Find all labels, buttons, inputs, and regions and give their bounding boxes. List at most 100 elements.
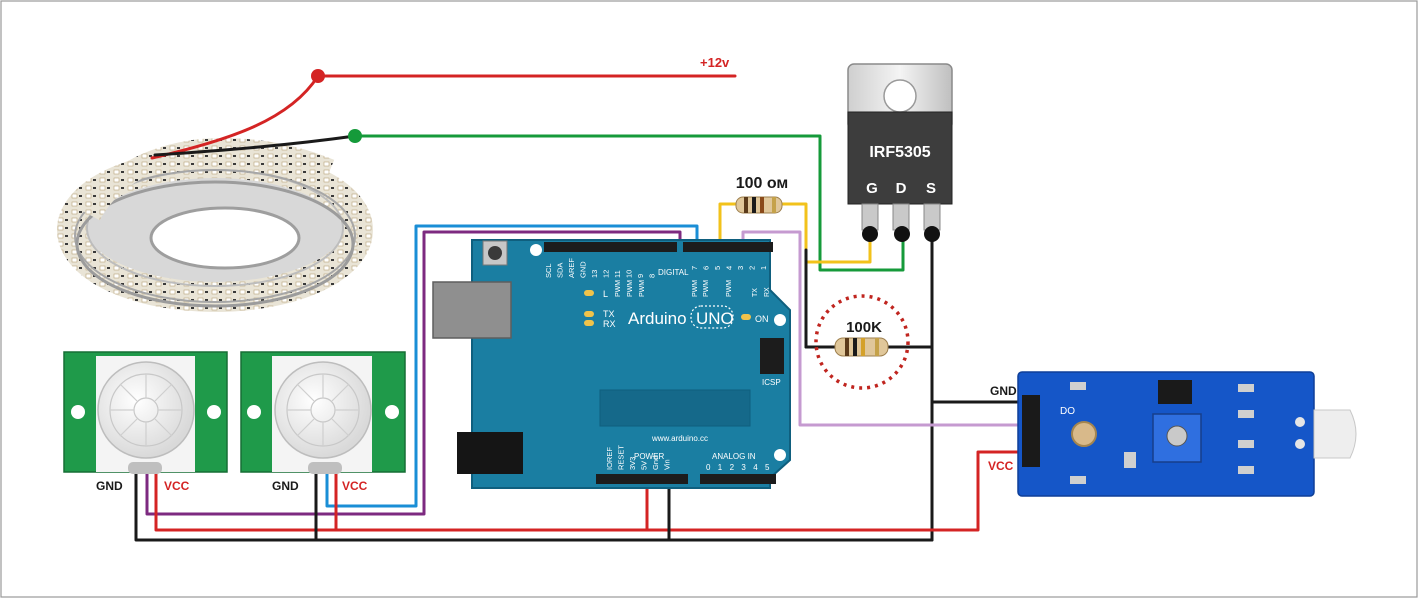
junction-dot-red: [311, 69, 325, 83]
top-pin-right-label-7: 0: [771, 266, 780, 270]
wire-red-vcc: [154, 450, 1024, 532]
label-12v: +12v: [700, 55, 730, 70]
digital-label: DIGITAL: [658, 268, 689, 277]
analog-pin-label-0: 0: [706, 463, 711, 472]
pir-sensor-right: GND VCC: [240, 351, 406, 493]
sensor-do-silk: DO: [1060, 406, 1075, 417]
arduino-model: UNO: [696, 309, 734, 328]
mosfet-pin-s-label: S: [926, 180, 936, 197]
analog-pin-label-5: 5: [765, 463, 770, 472]
resistor-100-ohm-label: 100 ом: [736, 175, 789, 192]
pir-right-vcc-label: VCC: [342, 479, 368, 493]
led-tx-label: TX: [603, 309, 615, 319]
top-pin-right-label-2: 5: [713, 266, 722, 270]
wire-black-gnd: [134, 468, 934, 542]
led-rx-label: RX: [603, 319, 616, 329]
light-sensor-module: DO GND VCC: [988, 371, 1357, 497]
sensor-pin-header: [1022, 395, 1040, 467]
pir-right-hole-l: [247, 405, 261, 419]
pin-marker-1: PWM: [627, 280, 634, 297]
mosfet-irf5305: IRF5305 G D S: [847, 63, 953, 242]
highlight-circle: [814, 294, 910, 390]
junction-dot-green: [348, 129, 362, 143]
top-pin-left-label-9: 8: [648, 274, 657, 278]
pin-marker-5: PWM: [726, 280, 733, 297]
icsp-label: ICSP: [762, 378, 781, 387]
power-label: POWER: [634, 452, 664, 461]
top-pin-left-label-6: 11: [613, 270, 622, 278]
pir-left-vcc-label: VCC: [164, 479, 190, 493]
mosfet-mount-hole: [883, 79, 917, 113]
led-strip-reel: [57, 138, 373, 312]
arduino-on-label: ON: [755, 314, 769, 324]
arduino-brand: Arduino: [628, 309, 687, 328]
analog-label: ANALOG IN: [712, 452, 756, 461]
pin-marker-3: PWM: [692, 280, 699, 297]
wire-12v-lead: [150, 74, 320, 160]
mosfet-pin-d-label: D: [896, 180, 907, 197]
analog-pin-label-4: 4: [753, 463, 758, 472]
top-pin-left-label-1: SDA: [556, 263, 565, 278]
analog-pin-label-3: 3: [741, 463, 746, 472]
arduino-uno-board: Arduino UNO ON L TX RX www.arduino.cc DI…: [432, 239, 791, 489]
sensor-gnd-label: GND: [990, 384, 1017, 398]
mosfet-part-label: IRF5305: [869, 144, 930, 161]
power-pin-label-5: Vin: [663, 459, 672, 470]
reset-button: [488, 246, 502, 260]
mosfet-pin-g-label: G: [866, 180, 878, 197]
power-pin-label-0: IOREF: [605, 447, 614, 470]
pir-right-gnd-label: GND: [272, 479, 299, 493]
wire-green-drain: [353, 134, 905, 272]
resistor-100-ohm: 100 ом: [735, 175, 789, 214]
top-pin-left-label-4: 13: [590, 270, 599, 278]
top-pin-left-label-5: 12: [602, 270, 611, 278]
sensor-ldr: [1071, 421, 1097, 447]
top-pin-left-label-3: GND: [579, 261, 588, 278]
top-pin-right-label-4: 3: [736, 266, 745, 270]
pir-right-hole-r: [385, 405, 399, 419]
top-pin-right-label-5: 2: [748, 266, 757, 270]
power-pin-label-2: 3V3: [628, 457, 637, 470]
pir-sensor-left: GND VCC: [63, 351, 228, 493]
wire-purple-pir-left: [145, 230, 682, 516]
mosfet-pin-d: [894, 226, 910, 242]
power-pin-label-3: 5V: [640, 461, 649, 470]
wire-strip-black-lead: [153, 134, 357, 157]
sensor-ic: [1158, 380, 1192, 404]
pin-marker-7: RX: [764, 287, 771, 297]
top-pin-left-label-7: 10: [625, 270, 634, 278]
analog-pin-label-2: 2: [730, 463, 735, 472]
mosfet-pin-s: [924, 226, 940, 242]
pir-left-hole-r: [207, 405, 221, 419]
pir-left-hole-l: [71, 405, 85, 419]
top-pin-left-label-2: AREF: [567, 258, 576, 278]
power-pin-label-4: Gnd: [651, 456, 660, 470]
top-pin-right-label-1: 6: [702, 266, 711, 270]
top-pin-right-label-6: 1: [759, 266, 768, 270]
sensor-vcc-label: VCC: [988, 459, 1014, 473]
pin-marker-0: PWM: [615, 280, 622, 297]
power-jack: [457, 432, 523, 474]
resistor-100k: 100K: [814, 294, 910, 390]
arduino-url: www.arduino.cc: [651, 434, 708, 443]
wires: [134, 74, 1024, 542]
top-pin-left-label-0: SCL: [544, 263, 553, 278]
top-pin-right-label-3: 4: [725, 266, 734, 270]
led-l-label: L: [603, 289, 608, 299]
sensor-ir-led: [1313, 409, 1357, 459]
power-pin-label-1: RESET: [617, 445, 626, 470]
top-pin-left-label-8: 9: [636, 274, 645, 278]
wire-blue-pir-right: [325, 224, 699, 508]
pir-left-gnd-label: GND: [96, 479, 123, 493]
top-pin-right-label-0: 7: [690, 266, 699, 270]
usb-connector: [432, 281, 512, 339]
pin-marker-2: PWM: [639, 280, 646, 297]
pin-marker-4: PWM: [703, 280, 710, 297]
pin-marker-6: TX: [752, 288, 759, 297]
